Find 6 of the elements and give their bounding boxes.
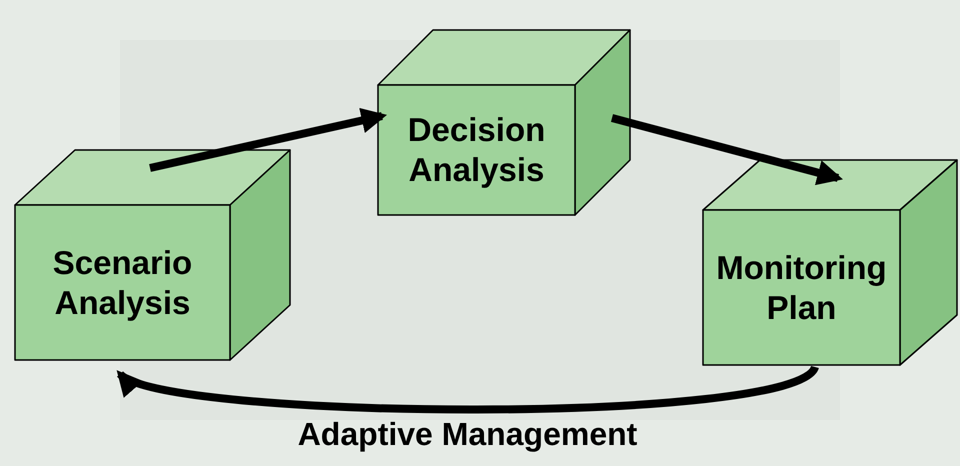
arrow (115, 364, 818, 414)
cube-label: Monitoring Plan (715, 248, 888, 328)
cube-label: Scenario Analysis (52, 242, 194, 322)
edge-label: Adaptive Management (298, 415, 638, 454)
arrow (149, 108, 387, 172)
cube-label: Decision Analysis (406, 110, 546, 190)
